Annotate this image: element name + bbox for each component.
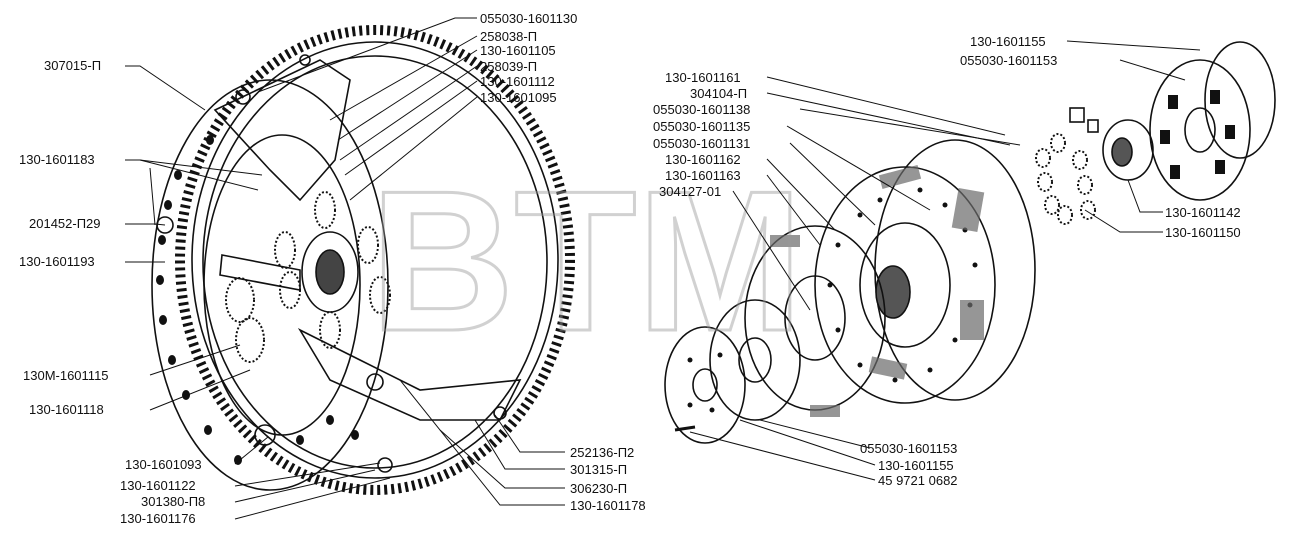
label-055030-1601130: 055030-1601130 [480, 11, 577, 26]
label-307015-p: 307015-П [44, 58, 101, 73]
label-055030-1601153-top: 055030-1601153 [960, 53, 1057, 68]
front-plate [664, 326, 746, 444]
intermediate-disc-inner [784, 275, 846, 361]
label-130-1601178: 130-1601178 [570, 498, 646, 513]
release-lever-bottom [297, 328, 522, 421]
label-055030-1601138: 055030-1601138 [653, 102, 750, 117]
driven-disc [814, 166, 996, 404]
label-301315-p: 301315-П [570, 462, 627, 477]
clutch-cover [151, 79, 389, 491]
damper-plate-center [738, 337, 772, 383]
label-130-1601112: 130-1601112 [480, 74, 555, 89]
driven-disc-inner [859, 222, 951, 348]
label-258038-p: 258038-П [480, 29, 537, 44]
hub-splines [315, 249, 345, 295]
retainer-clip [1069, 107, 1085, 123]
flywheel-assembly [151, 25, 575, 495]
label-304104-p: 304104-П [690, 86, 747, 101]
label-258039-p: 258039-П [480, 59, 537, 74]
side-plate-windows [1160, 90, 1235, 179]
part-labels: 307015-П 130-1601183 201452-П29 130-1601… [19, 11, 1241, 526]
friction-lining [770, 165, 985, 417]
front-plate-center [692, 368, 718, 402]
label-055030-1601153-bottom: 055030-1601153 [860, 441, 957, 456]
label-130-1601163: 130-1601163 [665, 168, 741, 183]
pin [674, 425, 696, 432]
label-45-9721-0682: 45 9721 0682 [878, 473, 958, 488]
label-130-1601122: 130-1601122 [120, 478, 196, 493]
damper-plate [709, 299, 801, 421]
side-plate-front [1204, 41, 1276, 159]
watermark: BTM [370, 150, 803, 373]
label-130-1601105: 130-1601105 [480, 43, 556, 58]
side-plate-rear [1149, 59, 1251, 201]
label-130-1601193: 130-1601193 [19, 254, 95, 269]
label-201452-p29: 201452-П29 [29, 216, 101, 231]
damper-springs [1035, 133, 1096, 225]
cover-bolt-holes [156, 135, 359, 465]
ring-gear-teeth [175, 25, 575, 495]
label-130-1601142: 130-1601142 [1165, 205, 1241, 220]
label-130-1601150: 130-1601150 [1165, 225, 1241, 240]
retainer-clip-small [1087, 119, 1099, 133]
leader-lines [125, 17, 1201, 520]
label-130-1601118: 130-1601118 [29, 402, 104, 417]
ring-gear [191, 41, 559, 479]
label-301380-p8: 301380-П8 [141, 494, 205, 509]
damper-hub-splines [1111, 137, 1133, 167]
label-130-1601161: 130-1601161 [665, 70, 741, 85]
label-130-1601095: 130-1601095 [480, 90, 557, 105]
label-055030-1601131: 055030-1601131 [653, 136, 750, 151]
disc-assembly [664, 41, 1276, 444]
label-130-1601176: 130-1601176 [120, 511, 196, 526]
label-306230-p: 306230-П [570, 481, 627, 496]
label-055030-1601135: 055030-1601135 [653, 119, 750, 134]
label-304127-01: 304127-01 [659, 184, 721, 199]
flywheel-rim [202, 55, 548, 469]
side-plate-center [1184, 107, 1216, 153]
cover-inner-opening [203, 134, 361, 436]
pressure-springs [225, 191, 391, 363]
driven-disc-hub [875, 265, 911, 319]
release-lever-top [213, 59, 351, 202]
label-130-1601093: 130-1601093 [125, 457, 202, 472]
label-130-1601155-top: 130-1601155 [970, 34, 1046, 49]
label-252136-p2: 252136-П2 [570, 445, 634, 460]
label-130-1601183: 130-1601183 [19, 152, 95, 167]
clutch-hub [301, 231, 359, 313]
cover-fasteners [156, 54, 507, 473]
label-130m-1601115: 130М-1601115 [23, 368, 109, 383]
label-130-1601155-bottom: 130-1601155 [878, 458, 954, 473]
label-130-1601162: 130-1601162 [665, 152, 741, 167]
